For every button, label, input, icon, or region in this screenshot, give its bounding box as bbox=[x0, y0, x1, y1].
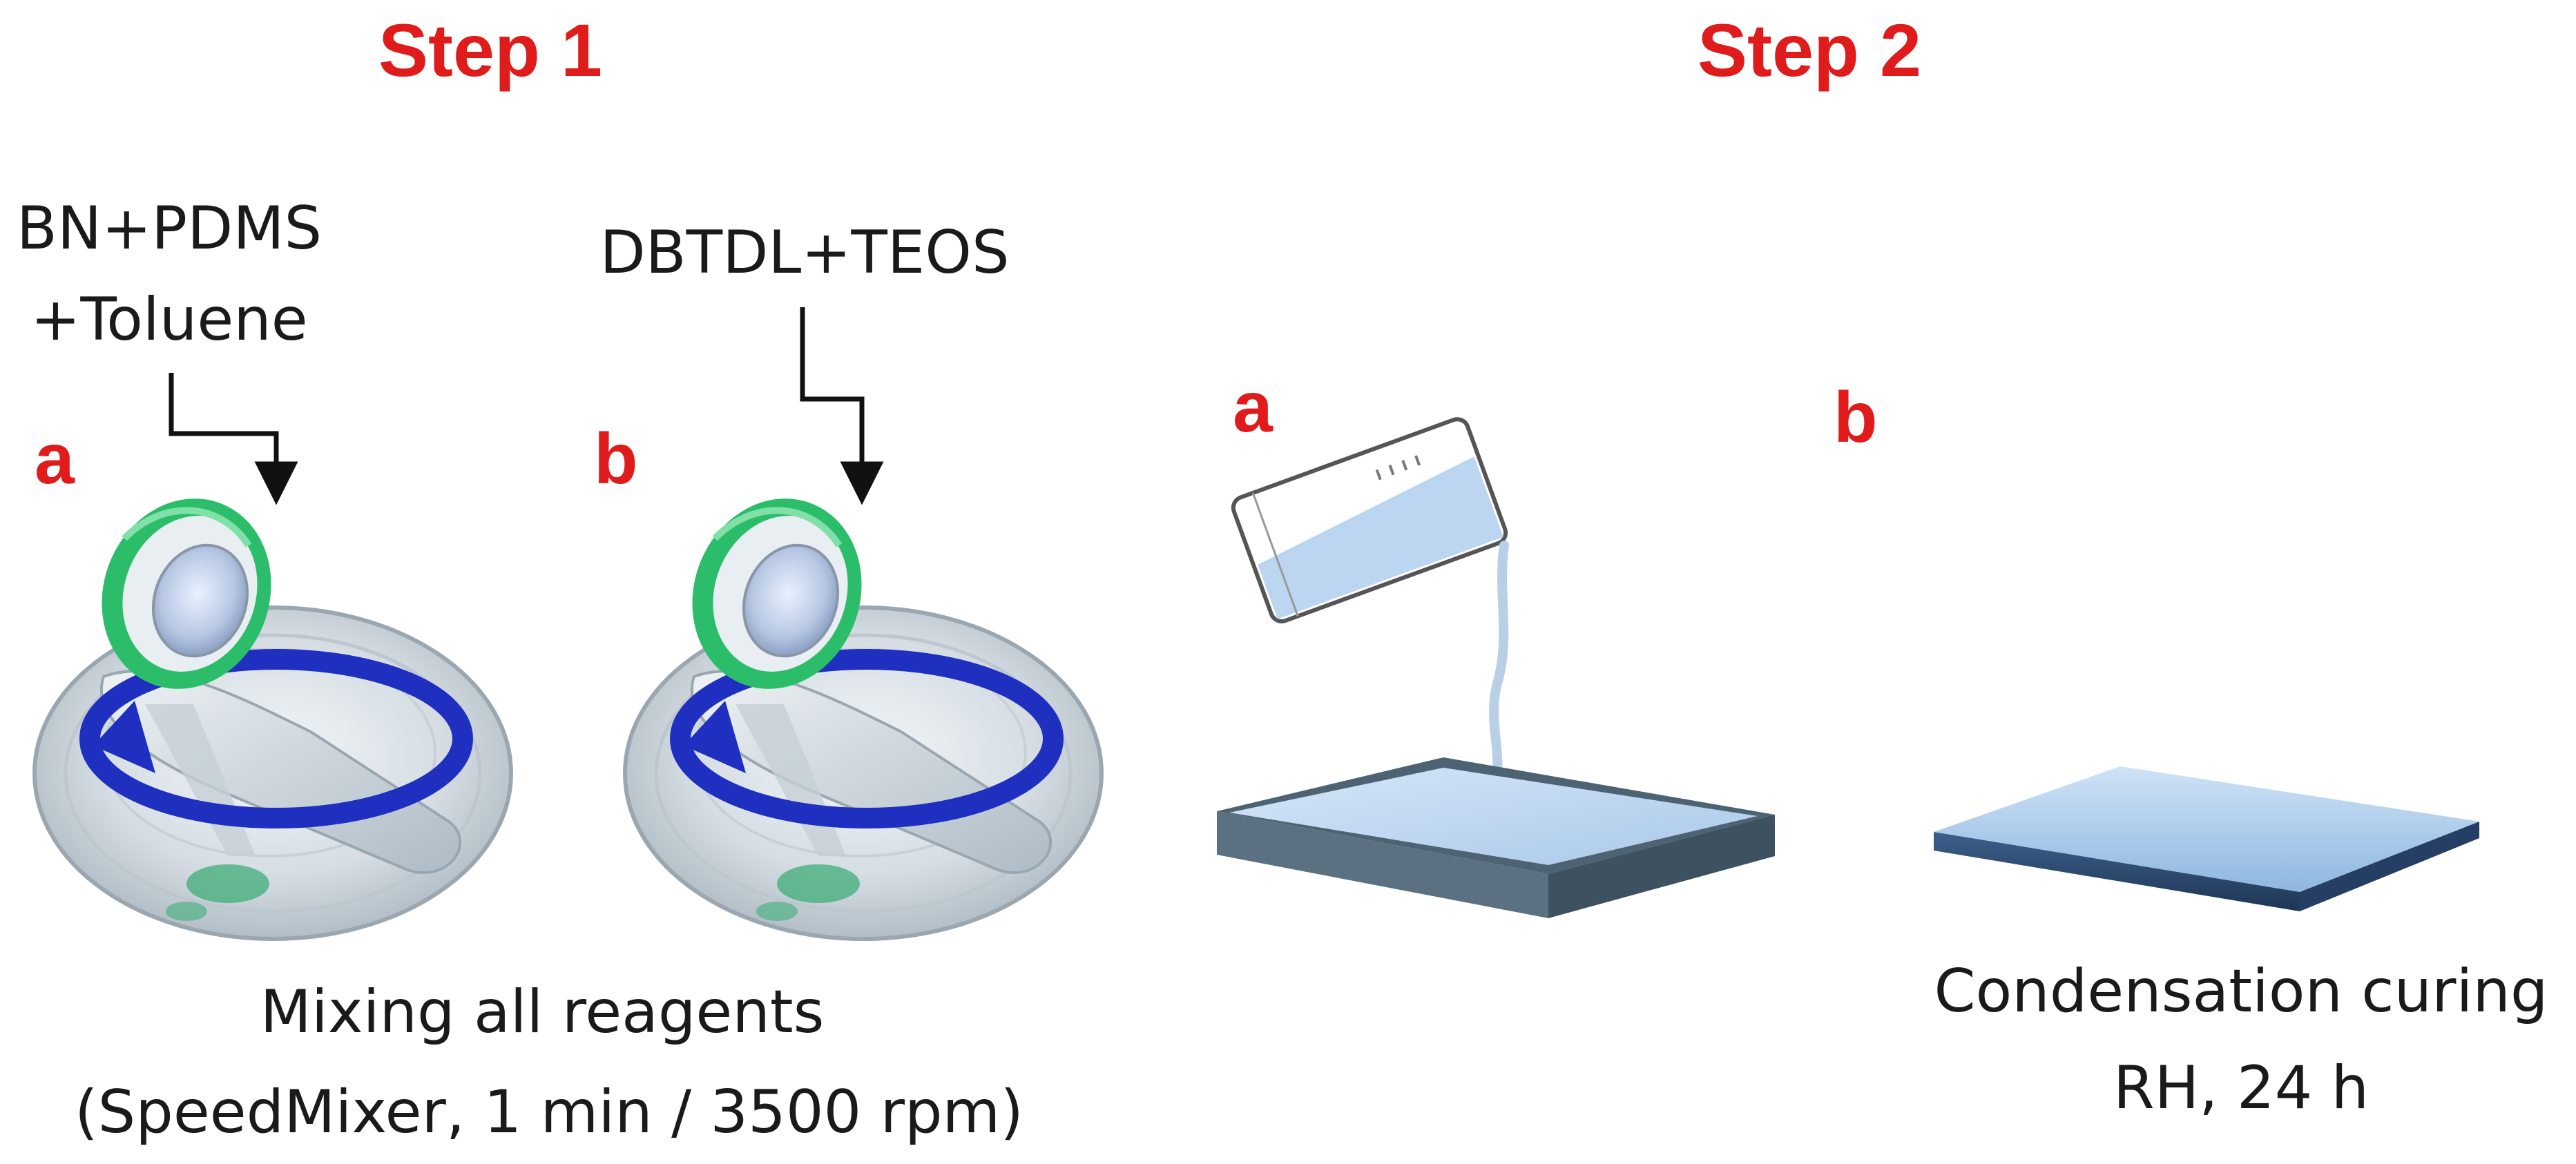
step2-caption-line1: Condensation curing bbox=[1934, 957, 2548, 1026]
step2-panel-b-letter: b bbox=[1834, 378, 1878, 458]
addition-arrow-a bbox=[169, 373, 298, 505]
step2-panel-a-letter: a bbox=[1233, 367, 1273, 447]
step1-caption-line1: Mixing all reagents bbox=[260, 978, 825, 1047]
step1-panel-b-letter: b bbox=[594, 419, 638, 499]
reagent-a-line1: BN+PDMS bbox=[17, 194, 322, 263]
step1-panel-a-letter: a bbox=[35, 419, 75, 499]
cured-slab-icon bbox=[1934, 766, 2479, 911]
step2-caption-line2: RH, 24 h bbox=[2113, 1054, 2369, 1123]
step1-title: Step 1 bbox=[378, 8, 602, 92]
beaker-icon bbox=[1231, 417, 1508, 623]
reagent-a-line2: +Toluene bbox=[30, 285, 307, 354]
addition-arrow-b bbox=[800, 307, 884, 505]
step1-caption-line2: (SpeedMixer, 1 min / 3500 rpm) bbox=[75, 1078, 1023, 1147]
reagent-b: DBTDL+TEOS bbox=[599, 218, 1009, 287]
speedmixer-icon bbox=[32, 498, 513, 941]
step2-title: Step 2 bbox=[1698, 8, 1921, 92]
tray-icon bbox=[1217, 757, 1775, 918]
speedmixer-icon bbox=[623, 498, 1104, 941]
